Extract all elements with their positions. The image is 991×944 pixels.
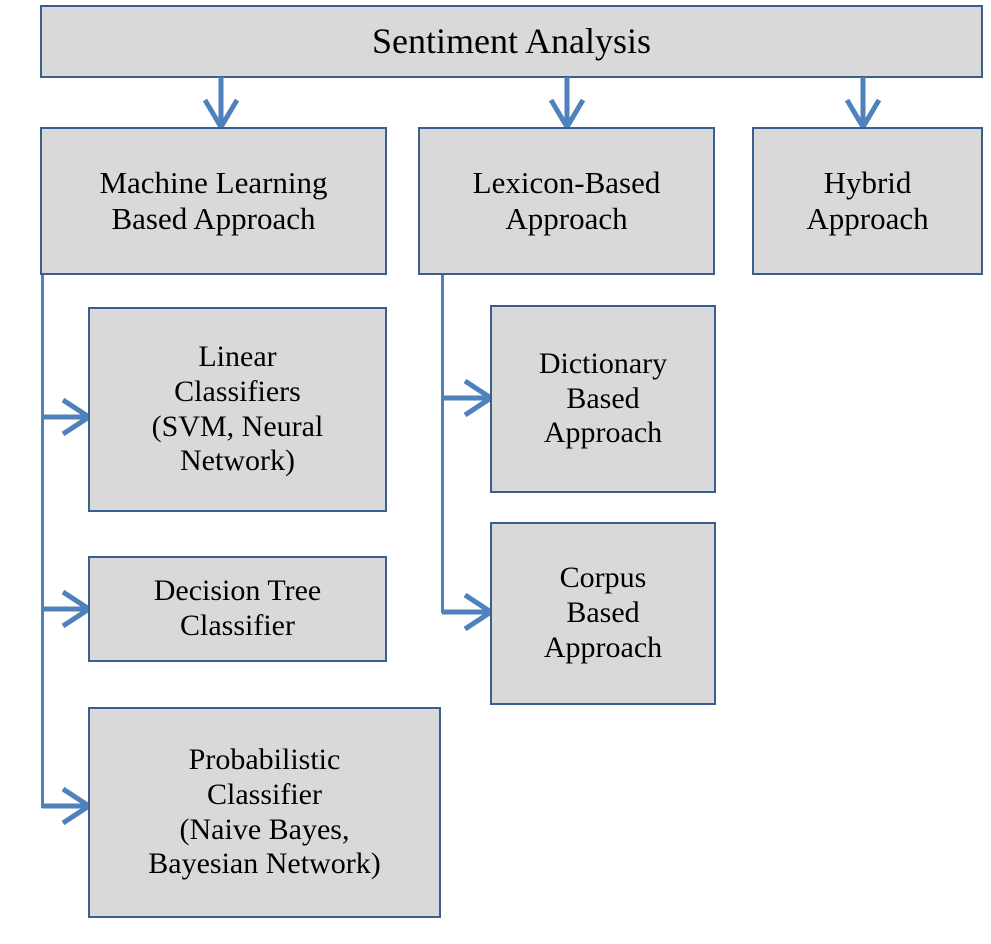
node-lexicon-based-approach[interactable]: Lexicon-Based Approach bbox=[418, 127, 715, 275]
arrow-to-corpus-based-approach bbox=[442, 592, 496, 632]
node-decision-tree-classifier[interactable]: Decision Tree Classifier bbox=[88, 556, 387, 662]
node-corpus-based-approach[interactable]: Corpus Based Approach bbox=[490, 522, 716, 705]
connector-lexicon-spine bbox=[441, 275, 444, 613]
arrow-root-to-lexicon-based bbox=[548, 77, 586, 132]
arrow-root-to-hybrid bbox=[844, 77, 882, 132]
arrow-root-to-machine-learning bbox=[202, 77, 240, 132]
arrow-to-decision-tree-classifier bbox=[42, 589, 94, 629]
node-linear-classifiers[interactable]: Linear Classifiers (SVM, Neural Network) bbox=[88, 307, 387, 512]
node-sentiment-analysis[interactable]: Sentiment Analysis bbox=[40, 5, 983, 78]
node-probabilistic-classifier[interactable]: Probabilistic Classifier (Naive Bayes, B… bbox=[88, 707, 441, 918]
arrow-to-linear-classifiers bbox=[42, 397, 94, 437]
arrow-to-probabilistic-classifier bbox=[42, 786, 94, 826]
node-hybrid-approach[interactable]: Hybrid Approach bbox=[752, 127, 983, 275]
node-dictionary-based-approach[interactable]: Dictionary Based Approach bbox=[490, 305, 716, 493]
arrow-to-dictionary-based-approach bbox=[442, 378, 496, 418]
connector-machine-learning-spine bbox=[41, 275, 44, 808]
node-machine-learning-based-approach[interactable]: Machine Learning Based Approach bbox=[40, 127, 387, 275]
